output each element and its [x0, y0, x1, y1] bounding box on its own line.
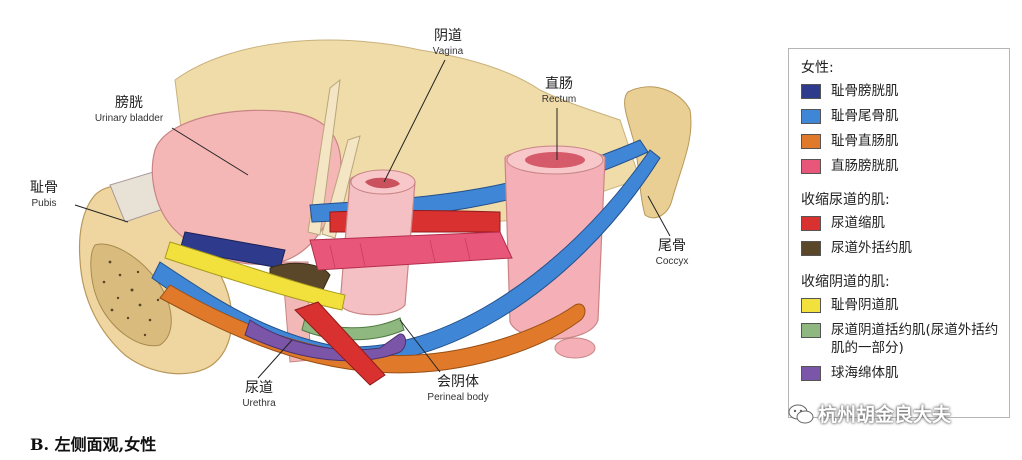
- label-rectum-en: Rectum: [542, 94, 576, 105]
- wechat-icon: [788, 403, 814, 425]
- legend-item: 耻骨阴道肌: [801, 296, 1001, 314]
- label-pubis-cn: 耻骨: [30, 180, 58, 196]
- legend-swatch: [801, 241, 821, 256]
- legend-swatch: [801, 323, 821, 338]
- legend-swatch: [801, 216, 821, 231]
- rectum-lumen: [525, 152, 585, 168]
- label-coccyx: 尾骨 Coccyx: [656, 238, 689, 267]
- legend-group-vagina: 耻骨阴道肌尿道阴道括约肌(尿道外括约肌的一部分) 球海绵体肌: [801, 296, 1001, 382]
- label-rectum: 直肠 Rectum: [542, 75, 576, 105]
- legend-label: 耻骨直肠肌: [831, 132, 899, 150]
- label-vagina-en: Vagina: [433, 46, 464, 57]
- legend-group-female: 耻骨膀胱肌耻骨尾骨肌耻骨直肠肌直肠膀胱肌: [801, 82, 1001, 175]
- anal-canal: [555, 338, 595, 358]
- legend-label: 尿道外括约肌: [831, 239, 912, 257]
- label-coccyx-cn: 尾骨: [658, 238, 686, 254]
- legend-group-title-female: 女性:: [801, 57, 1001, 77]
- legend-item: 耻骨直肠肌: [801, 132, 1001, 150]
- legend-item: 尿道缩肌: [801, 214, 1001, 232]
- figure-caption: B. 左侧面观,女性: [30, 431, 156, 455]
- watermark-text: 杭州胡金良大夫: [818, 400, 951, 427]
- legend-label: 耻骨膀胱肌: [831, 82, 899, 100]
- legend-swatch: [801, 84, 821, 99]
- label-pubis-en: Pubis: [31, 198, 56, 209]
- legend-swatch: [801, 366, 821, 381]
- label-urethra: 尿道 Urethra: [242, 380, 276, 409]
- legend-item: 尿道阴道括约肌(尿道外括约肌的一部分): [801, 321, 1001, 357]
- legend-group-title-vagina: 收缩阴道的肌:: [801, 271, 1001, 291]
- legend-label: 直肠膀胱肌: [831, 157, 899, 175]
- label-perineal-body-cn: 会阴体: [437, 374, 479, 390]
- legend-group-title-urethra: 收缩尿道的肌:: [801, 189, 1001, 209]
- label-perineal-body: 会阴体 Perineal body: [427, 374, 488, 403]
- legend-item: 尿道外括约肌: [801, 239, 1001, 257]
- legend-label: 耻骨阴道肌: [831, 296, 899, 314]
- legend-label: 球海绵体肌: [831, 364, 899, 382]
- label-urethra-en: Urethra: [242, 398, 276, 409]
- legend-item: 耻骨膀胱肌: [801, 82, 1001, 100]
- label-urethra-cn: 尿道: [245, 380, 273, 396]
- label-perineal-body-en: Perineal body: [427, 392, 488, 403]
- legend-group-urethra: 尿道缩肌尿道外括约肌: [801, 214, 1001, 257]
- label-bladder-en: Urinary bladder: [95, 113, 164, 124]
- muscle-legend: 女性: 耻骨膀胱肌耻骨尾骨肌耻骨直肠肌直肠膀胱肌 收缩尿道的肌: 尿道缩肌尿道外…: [788, 48, 1010, 418]
- legend-swatch: [801, 134, 821, 149]
- legend-swatch: [801, 109, 821, 124]
- legend-label: 尿道缩肌: [831, 214, 885, 232]
- legend-label: 尿道阴道括约肌(尿道外括约肌的一部分): [831, 321, 1001, 357]
- legend-item: 直肠膀胱肌: [801, 157, 1001, 175]
- watermark: 杭州胡金良大夫: [788, 400, 951, 427]
- legend-item: 球海绵体肌: [801, 364, 1001, 382]
- legend-swatch: [801, 298, 821, 313]
- label-vagina-cn: 阴道: [434, 28, 462, 44]
- compressor-urethrae-front: [310, 232, 512, 270]
- legend-label: 耻骨尾骨肌: [831, 107, 899, 125]
- legend-swatch: [801, 159, 821, 174]
- label-bladder: 膀胱 Urinary bladder: [95, 94, 164, 124]
- label-bladder-cn: 膀胱: [115, 94, 143, 111]
- label-vagina: 阴道 Vagina: [433, 28, 464, 57]
- label-pubis: 耻骨 Pubis: [30, 180, 58, 209]
- label-coccyx-en: Coccyx: [656, 256, 689, 267]
- label-rectum-cn: 直肠: [545, 75, 573, 92]
- legend-item: 耻骨尾骨肌: [801, 107, 1001, 125]
